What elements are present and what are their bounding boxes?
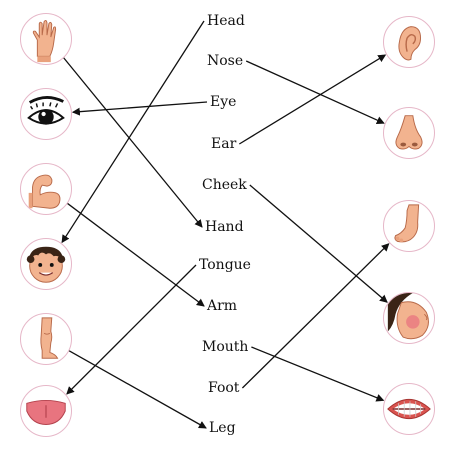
word-arm[interactable]: Arm bbox=[207, 298, 238, 314]
picture-leg[interactable] bbox=[20, 313, 72, 365]
word-eye[interactable]: Eye bbox=[210, 94, 237, 110]
word-ear[interactable]: Ear bbox=[211, 136, 237, 152]
word-nose[interactable]: Nose bbox=[207, 53, 244, 69]
match-arrow-mouth bbox=[251, 346, 385, 402]
foot-icon bbox=[394, 204, 420, 243]
nose-icon bbox=[395, 115, 423, 150]
match-arrow-cheek bbox=[249, 184, 388, 303]
match-arrow-arm bbox=[65, 201, 205, 307]
word-leg[interactable]: Leg bbox=[209, 420, 236, 436]
picture-arm[interactable] bbox=[20, 163, 72, 215]
picture-head[interactable] bbox=[20, 238, 72, 290]
tongue-icon bbox=[26, 399, 66, 425]
picture-nose[interactable] bbox=[383, 107, 435, 159]
match-arrow-head bbox=[61, 20, 205, 244]
match-arrow-tongue bbox=[66, 264, 197, 395]
match-arrow-nose bbox=[245, 60, 385, 124]
word-head[interactable]: Head bbox=[207, 13, 245, 29]
word-hand[interactable]: Hand bbox=[205, 219, 244, 235]
match-arrow-leg bbox=[67, 349, 207, 429]
word-mouth[interactable]: Mouth bbox=[202, 339, 249, 355]
arm-icon bbox=[28, 174, 61, 209]
match-arrow-hand bbox=[61, 55, 203, 228]
ear-icon bbox=[398, 26, 422, 61]
picture-foot[interactable] bbox=[383, 200, 435, 252]
picture-mouth[interactable] bbox=[383, 383, 435, 435]
picture-tongue[interactable] bbox=[20, 385, 72, 437]
hand-icon bbox=[32, 19, 57, 63]
picture-eye[interactable] bbox=[20, 88, 72, 140]
picture-ear[interactable] bbox=[383, 16, 435, 68]
word-foot[interactable]: Foot bbox=[208, 380, 240, 396]
match-arrow-foot bbox=[241, 243, 390, 389]
eye-icon bbox=[27, 95, 65, 125]
word-tongue[interactable]: Tongue bbox=[199, 257, 251, 273]
match-arrow-ear bbox=[238, 54, 387, 145]
picture-cheek[interactable] bbox=[383, 292, 435, 344]
word-cheek[interactable]: Cheek bbox=[202, 177, 247, 193]
head-icon bbox=[26, 246, 66, 283]
match-arrow-eye bbox=[71, 101, 208, 116]
leg-icon bbox=[40, 317, 59, 359]
mouth-icon bbox=[387, 398, 431, 420]
picture-hand[interactable] bbox=[20, 13, 72, 65]
cheek-icon bbox=[387, 293, 429, 340]
